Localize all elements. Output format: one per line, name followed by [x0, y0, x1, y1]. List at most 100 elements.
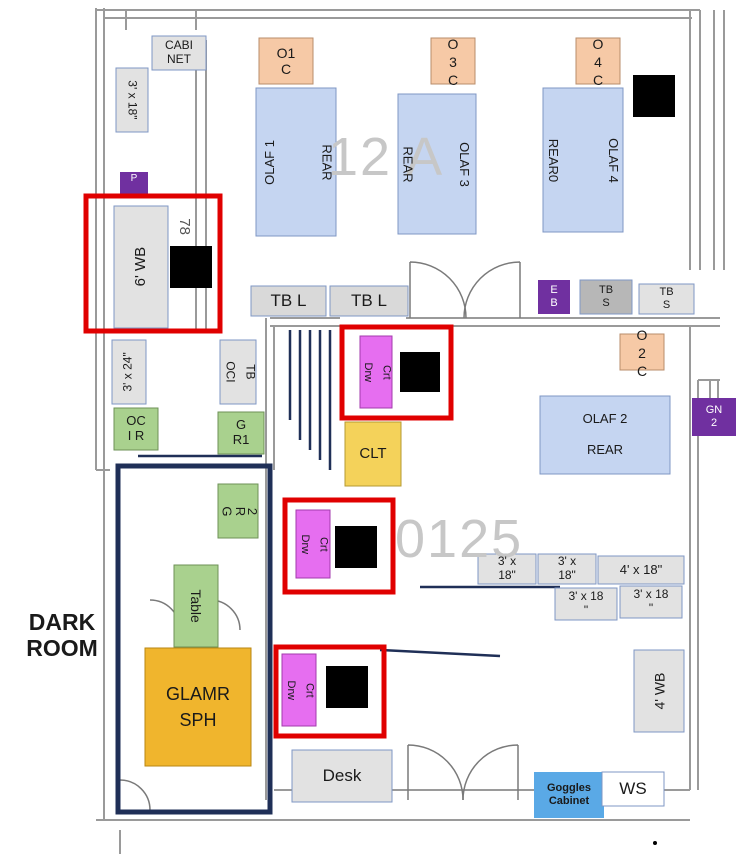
oc1-box: [258, 37, 314, 85]
gn2-line1: GN: [705, 404, 723, 417]
oc2-line2: 2: [638, 344, 646, 361]
tbl2-label: TB L: [351, 291, 387, 311]
dark-room-line2: ROOM: [26, 635, 98, 661]
gn2-line2: 2: [710, 417, 718, 429]
olaf4-box: [542, 87, 624, 233]
tbs1-label: TB S: [580, 280, 632, 314]
oc2-label: O 2 C: [620, 320, 664, 386]
olaf3-name: OLAF 3: [456, 141, 472, 187]
clt-box: [344, 421, 402, 487]
dark-room-outline: [115, 463, 273, 815]
eb-line2: B: [550, 297, 558, 309]
oc4-line1: O: [592, 35, 604, 52]
oc3-line3: C: [447, 72, 459, 89]
ocir-line2: I R: [127, 428, 145, 443]
shelf-1-box: [477, 553, 537, 585]
tbs1-line2: S: [602, 297, 610, 309]
olaf4-label: REAR0 OLAF 4: [543, 88, 623, 232]
gr2-line1: G: [219, 505, 235, 517]
oc4-box: [575, 37, 621, 85]
clt-label: CLT: [359, 445, 387, 463]
shelf-3x18-top-text: 3' x 18": [125, 80, 140, 120]
tbs2-box: [638, 283, 695, 315]
glamr-label: GLAMR SPH: [145, 648, 251, 766]
drw-crt-2-line1: Drw: [298, 534, 311, 554]
drw-crt-3-box: [281, 653, 317, 727]
gr2-line3: 2: [245, 507, 261, 515]
black-block-top: [633, 75, 675, 117]
wb6-box: [113, 205, 169, 329]
highlight-drw-crt-3: [273, 644, 387, 739]
oc3-line2: 3: [449, 53, 457, 70]
dark-room-line1: DARK: [28, 608, 96, 635]
drw-crt-2-box: [295, 509, 331, 579]
drw-crt-3-label: Drw Crt: [282, 654, 316, 726]
table-text: Table: [188, 589, 205, 623]
wb4-text: 4' WB: [650, 672, 667, 710]
olaf2-side: REAR: [586, 442, 624, 458]
cabinet-box: [151, 35, 207, 71]
table-box: [173, 564, 219, 648]
oc3-box: [430, 37, 476, 85]
desk-label: Desk: [322, 766, 362, 786]
shelf-2-box: [537, 553, 597, 585]
tbs2-line2: S: [662, 299, 671, 311]
eb-box: [538, 280, 570, 314]
highlight-drw-crt-1: [339, 324, 454, 421]
drw-crt-1-line2: Crt: [381, 364, 394, 380]
drw-crt-1-box: [359, 335, 393, 409]
tbl1-box: [250, 285, 327, 317]
gr1-line1: G: [235, 417, 247, 433]
tbs2-label: TB S: [639, 284, 694, 314]
black-block-2: [335, 526, 377, 568]
shelf-5-label: 3' x 18 ": [633, 587, 669, 615]
shelf-3x24-label: 3' x 24": [112, 340, 146, 404]
olaf4-name: OLAF 4: [606, 137, 622, 183]
oc1-label: O1 C: [259, 38, 313, 84]
shelf-3x24-text: 3' x 24": [121, 352, 136, 392]
gn2-label: GN 2: [692, 398, 736, 436]
ocitb-line2: TB: [243, 364, 258, 380]
wb6-tag: 78: [172, 210, 196, 244]
floor-dot: [653, 841, 657, 845]
shelf-4-label: 3' x 18 ": [568, 589, 604, 617]
wb4-label: 4' WB: [634, 650, 684, 732]
desk-box: [291, 749, 393, 803]
gr1-line2: R1: [232, 432, 250, 447]
room-watermark-top: 12 A: [328, 127, 445, 187]
olaf3-side: REAR: [400, 145, 416, 183]
olaf2-name: OLAF 2: [582, 411, 628, 427]
bottom-room-equipment: [281, 333, 736, 845]
tbs1-line1: TB: [598, 284, 614, 297]
drw-crt-1-line1: Drw: [361, 362, 374, 382]
left-column-equipment: [111, 339, 265, 767]
gr1-box: [217, 411, 265, 455]
oc3-line1: O: [447, 35, 459, 52]
ws-label: WS: [619, 779, 647, 799]
wb6-tag-text: 78: [175, 218, 193, 236]
goggles-line1: Goggles: [546, 782, 591, 795]
shelf-4-box: [554, 587, 618, 621]
shelf-1-label: 3' x 18": [497, 554, 517, 582]
black-block-1: [400, 352, 440, 392]
gr1-label: G R1: [218, 412, 264, 454]
ocitb-line1: OCI: [223, 361, 238, 383]
oc3-label: O 3 C: [431, 30, 475, 94]
goggles-box: [534, 772, 604, 818]
olaf1-side: REAR: [319, 143, 335, 181]
oc2-line3: C: [636, 363, 648, 380]
drw-crt-1-label: Drw Crt: [360, 336, 394, 408]
olaf1-name: OLAF 1: [261, 139, 277, 185]
tbs1-box: [579, 279, 633, 315]
highlight-boxes: [83, 193, 454, 739]
ocir-label: OC I R: [114, 408, 158, 450]
drw-crt-2-label: Drw Crt: [296, 510, 330, 578]
eb-line1: E: [550, 284, 558, 297]
cabinet-label: CABI NET: [164, 38, 193, 66]
shelf-3x18-top-label: 3' x 18": [116, 68, 148, 132]
olaf2-label: OLAF 2 REAR: [540, 396, 670, 474]
wb6-label: 6' WB: [114, 206, 168, 328]
highlight-drw-crt-2: [282, 497, 396, 595]
black-block-3: [326, 666, 368, 708]
